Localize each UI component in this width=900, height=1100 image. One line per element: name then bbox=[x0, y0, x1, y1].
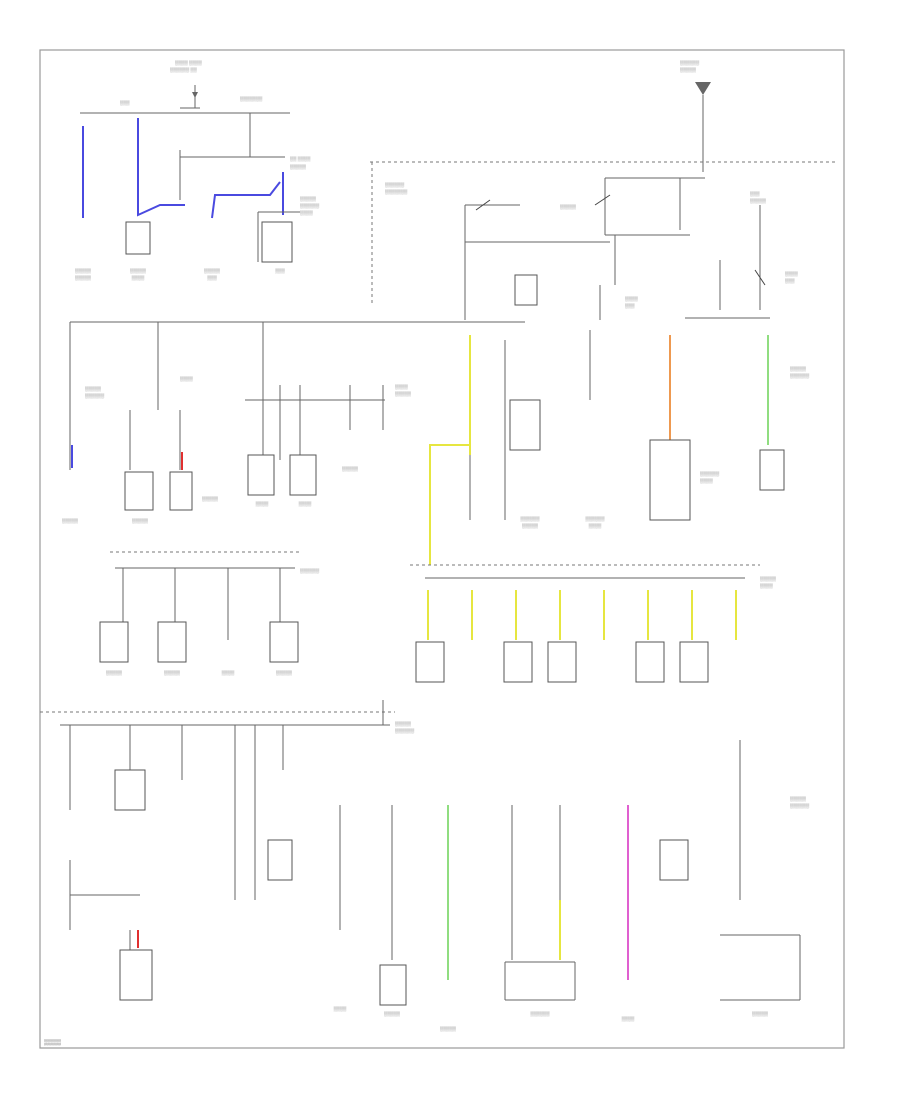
svg-text:▒▒▒▒: ▒▒▒▒ bbox=[132, 275, 146, 281]
svg-text:▒▒▒▒▒▒: ▒▒▒▒▒▒ bbox=[85, 393, 105, 399]
svg-text:▒▒ ▒▒▒▒: ▒▒ ▒▒▒▒ bbox=[290, 156, 311, 162]
svg-text:▒▒▒▒: ▒▒▒▒ bbox=[395, 384, 409, 390]
svg-text:▒▒▒▒▒: ▒▒▒▒▒ bbox=[132, 518, 149, 524]
svg-text:▒▒▒▒: ▒▒▒▒ bbox=[180, 376, 194, 382]
row-2-section: ▒▒▒▒▒▒ ▒▒▒▒▒ ▒▒▒▒▒ ▒▒▒▒ ▒▒▒▒▒ ▒▒▒▒▒ ▒▒▒▒ bbox=[99, 551, 777, 683]
main-bus: ▒▒▒▒ ▒▒▒▒▒ ▒▒▒▒▒▒ ▒▒▒▒ ▒▒▒▒▒ ▒▒▒▒▒ ▒▒▒▒▒… bbox=[62, 321, 525, 524]
svg-text:▒▒▒▒▒: ▒▒▒▒▒ bbox=[384, 1011, 401, 1017]
svg-text:▒▒▒▒: ▒▒▒▒ bbox=[256, 501, 270, 507]
svg-text:▒▒▒▒▒: ▒▒▒▒▒ bbox=[680, 67, 697, 73]
middle-right-section: ▒▒▒▒▒▒ ▒▒▒▒▒ ▒▒▒▒▒▒ ▒▒▒▒ ▒▒▒▒▒▒ ▒▒▒▒ ▒▒▒… bbox=[429, 330, 810, 565]
svg-text:▒▒▒: ▒▒▒ bbox=[750, 191, 760, 197]
svg-text:▒▒▒▒▒▒: ▒▒▒▒▒▒ bbox=[585, 516, 605, 522]
svg-text:▒▒▒▒: ▒▒▒▒ bbox=[622, 1016, 636, 1022]
top-right-section: ▒▒▒▒▒▒ ▒▒▒▒▒ ▒▒▒▒▒▒ ▒▒▒▒▒▒▒ ▒▒▒▒▒ ▒▒▒ ▒▒… bbox=[370, 60, 835, 320]
svg-text:▒▒▒▒▒▒: ▒▒▒▒▒▒ bbox=[790, 373, 810, 379]
svg-text:▒▒▒: ▒▒▒ bbox=[785, 278, 795, 284]
svg-text:▒▒▒▒: ▒▒▒▒ bbox=[785, 271, 799, 277]
svg-text:▒▒▒▒▒: ▒▒▒▒▒ bbox=[130, 268, 147, 274]
svg-text:▒▒▒▒▒▒: ▒▒▒▒▒▒ bbox=[300, 568, 320, 574]
svg-text:▒▒▒▒▒▒: ▒▒▒▒▒▒ bbox=[395, 728, 415, 734]
svg-text:▒▒▒▒▒▒: ▒▒▒▒▒▒ bbox=[530, 1011, 550, 1017]
svg-text:▒▒▒▒▒▒: ▒▒▒▒▒▒ bbox=[385, 182, 405, 188]
svg-text:▒▒▒▒▒: ▒▒▒▒▒ bbox=[106, 670, 123, 676]
svg-text:▒▒▒▒: ▒▒▒▒ bbox=[760, 583, 774, 589]
top-left-section: ▒▒▒▒ ▒▒▒▒ ▒▒▒▒▒▒ ▒▒ ▒▒▒ ▒▒▒▒▒▒▒ ▒▒ ▒▒▒▒ … bbox=[75, 60, 320, 281]
wire-blue-2 bbox=[137, 118, 185, 217]
svg-text:▒▒▒▒: ▒▒▒▒ bbox=[589, 523, 603, 529]
svg-text:▒▒▒▒▒: ▒▒▒▒▒ bbox=[202, 496, 219, 502]
svg-text:▒▒▒▒▒: ▒▒▒▒▒ bbox=[75, 268, 92, 274]
svg-text:▒▒▒▒: ▒▒▒▒ bbox=[300, 210, 314, 216]
svg-text:▒▒▒▒▒▒: ▒▒▒▒▒▒ bbox=[700, 471, 720, 477]
svg-text:▒▒▒▒▒: ▒▒▒▒▒ bbox=[290, 164, 307, 170]
svg-text:▒▒▒▒▒: ▒▒▒▒▒ bbox=[75, 275, 92, 281]
svg-text:▒▒▒▒▒: ▒▒▒▒▒ bbox=[85, 386, 102, 392]
svg-text:▒▒▒▒: ▒▒▒▒ bbox=[625, 296, 639, 302]
wire-yellow-2 bbox=[429, 444, 470, 565]
svg-text:▒▒▒▒▒: ▒▒▒▒▒ bbox=[560, 204, 577, 210]
svg-text:▒▒▒▒: ▒▒▒▒ bbox=[700, 478, 714, 484]
svg-text:▒▒▒▒▒: ▒▒▒▒▒ bbox=[395, 391, 412, 397]
svg-text:▒▒▒▒▒: ▒▒▒▒▒ bbox=[62, 518, 79, 524]
svg-text:▒▒▒▒▒: ▒▒▒▒▒ bbox=[204, 268, 221, 274]
svg-text:▒▒▒: ▒▒▒ bbox=[207, 275, 217, 281]
svg-text:▒▒▒▒▒: ▒▒▒▒▒ bbox=[276, 670, 293, 676]
diagram-frame bbox=[39, 49, 845, 1049]
svg-text:▒▒▒▒▒▒▒: ▒▒▒▒▒▒▒ bbox=[385, 189, 408, 195]
svg-text:▒▒▒▒▒: ▒▒▒▒▒ bbox=[760, 576, 777, 582]
svg-text:▒▒▒▒▒▒: ▒▒▒▒▒▒ bbox=[680, 60, 700, 66]
svg-text:▒▒▒▒▒: ▒▒▒▒▒ bbox=[750, 198, 767, 204]
svg-text:▒▒▒: ▒▒▒ bbox=[275, 268, 285, 274]
injector-row bbox=[415, 590, 737, 683]
wire-blue-3 bbox=[211, 181, 281, 219]
svg-text:▒▒▒▒▒: ▒▒▒▒▒ bbox=[395, 721, 412, 727]
svg-text:▒▒▒▒▒: ▒▒▒▒▒ bbox=[752, 1011, 769, 1017]
svg-text:▒▒▒▒▒▒ ▒▒: ▒▒▒▒▒▒ ▒▒ bbox=[170, 67, 198, 73]
svg-text:▒▒▒▒: ▒▒▒▒ bbox=[334, 1006, 348, 1012]
lower-section: ▒▒▒▒▒ ▒▒▒▒▒▒ ▒▒▒▒▒ ▒▒▒▒▒▒ ▒▒▒▒ ▒▒▒▒▒ ▒▒▒… bbox=[40, 700, 810, 1032]
svg-text:▒▒▒▒▒▒: ▒▒▒▒▒▒ bbox=[300, 203, 320, 209]
svg-text:▒▒▒: ▒▒▒ bbox=[625, 303, 635, 309]
footer-code: ▒▒▒▒ bbox=[44, 1039, 62, 1046]
svg-text:▒▒▒▒▒: ▒▒▒▒▒ bbox=[342, 466, 359, 472]
svg-text:▒▒▒▒ ▒▒▒▒: ▒▒▒▒ ▒▒▒▒ bbox=[175, 60, 203, 66]
svg-text:▒▒▒▒▒: ▒▒▒▒▒ bbox=[790, 796, 807, 802]
svg-text:▒▒▒▒▒: ▒▒▒▒▒ bbox=[164, 670, 181, 676]
svg-text:▒▒▒▒▒: ▒▒▒▒▒ bbox=[300, 196, 317, 202]
svg-text:▒▒▒▒▒: ▒▒▒▒▒ bbox=[522, 523, 539, 529]
svg-text:▒▒▒▒▒▒: ▒▒▒▒▒▒ bbox=[790, 803, 810, 809]
svg-text:▒▒▒▒▒: ▒▒▒▒▒ bbox=[790, 366, 807, 372]
svg-text:▒▒▒▒▒▒▒: ▒▒▒▒▒▒▒ bbox=[240, 96, 263, 102]
svg-text:▒▒▒▒▒: ▒▒▒▒▒ bbox=[440, 1026, 457, 1032]
svg-text:▒▒▒▒▒▒: ▒▒▒▒▒▒ bbox=[520, 516, 540, 522]
svg-text:▒▒▒▒: ▒▒▒▒ bbox=[299, 501, 313, 507]
svg-text:▒▒▒▒: ▒▒▒▒ bbox=[222, 670, 236, 676]
svg-text:▒▒▒: ▒▒▒ bbox=[120, 100, 130, 106]
